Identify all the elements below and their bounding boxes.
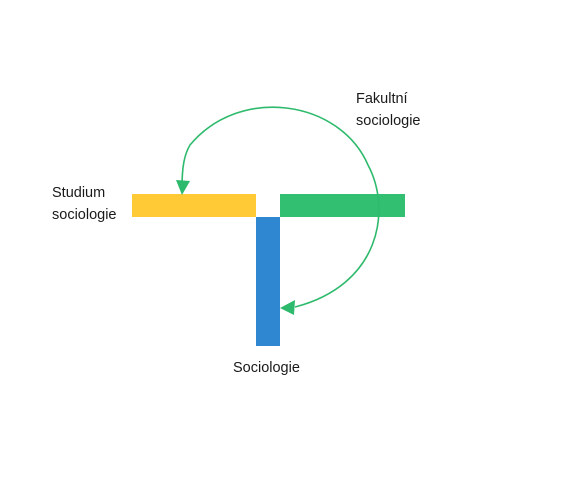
arrow-to-studium (181, 106, 369, 189)
label-fakultni-sociologie: Fakultní sociologie (356, 88, 421, 132)
yellow-bar-studium (132, 194, 256, 217)
label-sociologie: Sociologie (233, 357, 300, 379)
green-bar-fakultni (280, 194, 405, 217)
label-studium-sociologie: Studium sociologie (52, 182, 117, 226)
blue-bar-sociologie (256, 217, 280, 346)
label-sociologie-text: Sociologie (233, 360, 300, 376)
label-fakultni-line1: Fakultní (356, 91, 408, 107)
label-fakultni-line2: sociologie (356, 113, 421, 129)
arrow-to-sociologie (294, 164, 380, 308)
label-studium-line2: sociologie (52, 207, 117, 223)
arrowhead-to-studium (176, 180, 190, 195)
label-studium-line1: Studium (52, 185, 106, 201)
arrowhead-to-sociologie (280, 300, 295, 315)
